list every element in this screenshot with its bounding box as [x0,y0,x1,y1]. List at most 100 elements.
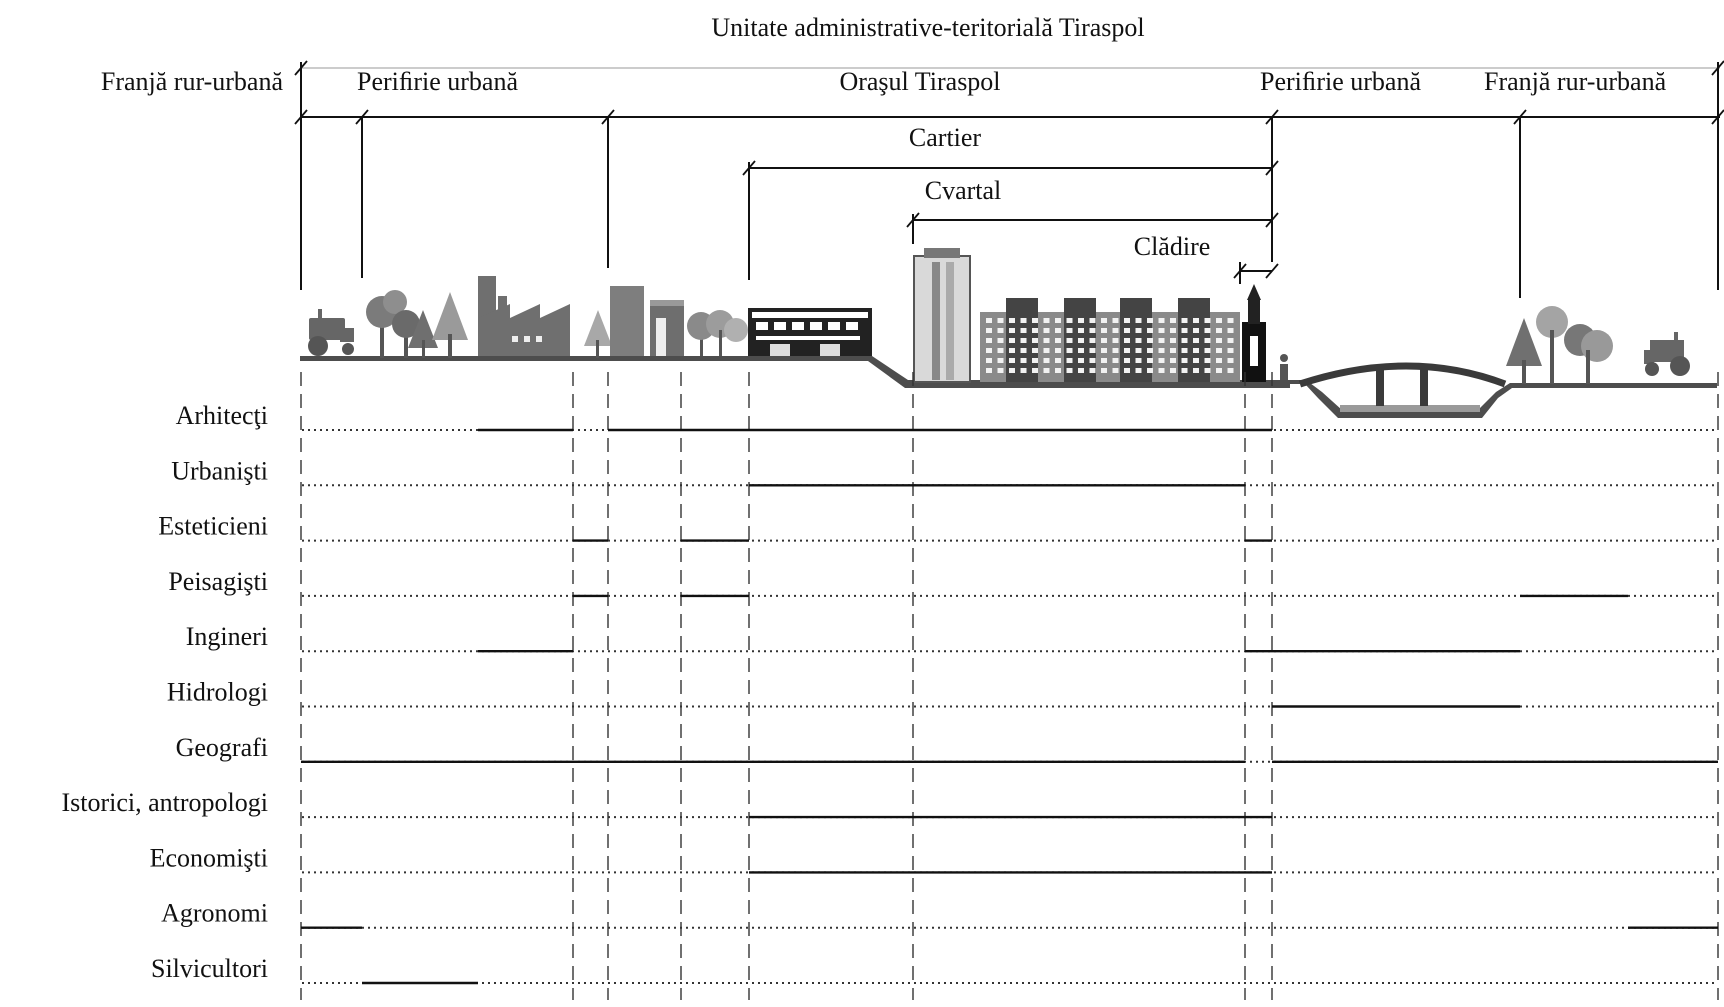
window [1181,368,1188,373]
window [1032,358,1038,363]
window [1078,368,1084,373]
zone-label-right-fringe: Franjă rur-urbană [1484,67,1667,96]
tractor-icon-left [308,309,354,356]
window [1147,338,1153,343]
window [1089,318,1096,323]
discipline-label: Geografi [176,733,268,762]
window [1216,328,1222,333]
factory-icon [478,276,570,356]
bridge-pillar-left [1376,369,1384,406]
window [1158,328,1165,333]
window [1204,348,1211,353]
window [1158,348,1165,353]
window [1204,328,1211,333]
discipline-row: Esteticieni [158,512,1718,542]
window [1020,348,1027,353]
window [1055,328,1061,333]
discipline-label: Silvicultori [151,954,268,983]
discipline-row: Hidrologi [167,678,1718,708]
window [1193,328,1199,333]
window [1181,358,1188,363]
window [1089,368,1096,373]
window [1112,338,1119,343]
zone-ticks [294,60,1724,125]
trees-left [366,290,612,358]
window [1170,338,1176,343]
discipline-row: Agronomi [161,899,1718,929]
window [1078,358,1084,363]
scale-label-district: Cartier [909,123,982,152]
boundary-dashed-lines [300,372,1719,1000]
window [1204,318,1211,323]
tower-block-left [610,286,684,356]
window [1089,358,1096,363]
bridge-pillar-right [1420,369,1428,406]
zone-label-city: Oraşul Tiraspol [839,67,1000,96]
window [1055,358,1061,363]
window [1009,338,1015,343]
apartment-blocks-icon [980,298,1240,382]
ground-line [300,356,1717,418]
window [1181,338,1188,343]
window [1020,358,1027,363]
window [1181,318,1188,323]
window [1170,368,1176,373]
window [1043,318,1050,323]
window [1170,348,1176,353]
window [1020,368,1027,373]
discipline-label: Urbanişti [171,456,268,485]
river-water [1340,405,1480,412]
window [1112,358,1119,363]
window [1124,338,1130,343]
window [1227,368,1234,373]
dimension-lines [294,60,1724,298]
discipline-row: Geografi [176,733,1718,763]
diagram-title: Unitate administrative-teritorială Tiras… [711,13,1144,42]
discipline-label: Istorici, antropologi [61,788,268,817]
window [1066,358,1073,363]
window [1101,358,1107,363]
discipline-row: Arhitecţi [176,401,1718,432]
window [1147,318,1153,323]
window [1158,338,1165,343]
window [1078,348,1084,353]
window [986,368,992,373]
window [1216,368,1222,373]
window [1009,348,1015,353]
window [1009,318,1015,323]
window [1055,348,1061,353]
window [1043,368,1050,373]
discipline-label: Ingineri [186,622,268,651]
discipline-label: Hidrologi [167,678,268,707]
discipline-label: Agronomi [161,899,268,928]
window [1135,368,1142,373]
window [1066,338,1073,343]
window [997,338,1004,343]
window [1032,338,1038,343]
shopping-center-icon [748,308,872,356]
window [1193,368,1199,373]
window [1089,338,1096,343]
discipline-row: Istorici, antropologi [61,788,1718,819]
window [1216,318,1222,323]
window [986,318,992,323]
trees-center-left [687,310,748,356]
bridge [1298,362,1507,388]
window [1055,338,1061,343]
window [1078,318,1084,323]
scale-label-block: Cvartal [925,176,1002,205]
window [1112,328,1119,333]
window [1101,348,1107,353]
window [1089,348,1096,353]
window [986,328,992,333]
window [1066,348,1073,353]
window [1147,348,1153,353]
window [1032,348,1038,353]
window [1112,348,1119,353]
discipline-rows: ArhitecţiUrbaniştiEsteticieniPeisagiştiI… [61,401,1718,985]
window [1032,318,1038,323]
window [1009,328,1015,333]
window [1204,368,1211,373]
window [1135,318,1142,323]
